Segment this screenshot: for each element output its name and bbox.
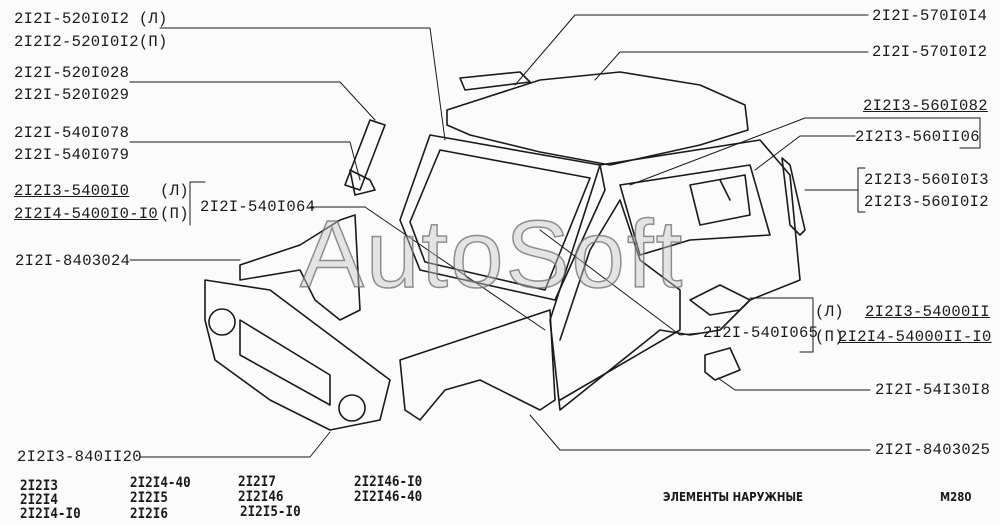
front-panel xyxy=(204,279,391,431)
rear-side-window xyxy=(689,174,751,226)
side-marker: (П) xyxy=(160,205,189,223)
mud-flap xyxy=(704,347,741,381)
model-code: 2I2I3 xyxy=(20,478,58,494)
rear-fender-arch xyxy=(689,284,751,316)
leader-lines xyxy=(129,14,981,458)
part-label: 2I2I-540I065 xyxy=(703,324,819,342)
side-marker: (П) xyxy=(815,328,844,346)
model-code: 2I2I5-I0 xyxy=(240,504,301,520)
door-opening xyxy=(559,199,681,401)
quarter-trim xyxy=(781,157,806,236)
inner-fender xyxy=(239,214,361,321)
part-label: 2I2I-520I0I2 (Л) xyxy=(14,10,168,28)
side-marker: (Л) xyxy=(160,182,189,200)
part-label: 2I2I3-560I0I3 xyxy=(864,171,989,189)
model-code: 2I2I7 xyxy=(238,474,276,490)
model-code: 2I2I46-40 xyxy=(354,489,423,505)
part-label: 2I2I-540I078 xyxy=(14,124,130,142)
part-label: 2I2I-520I029 xyxy=(14,86,130,104)
diagram-code: M280 xyxy=(940,490,972,504)
part-label: 2I2I3-5400I0 xyxy=(14,182,130,200)
body-side xyxy=(549,139,801,411)
part-label: 2I2I3-560I082 xyxy=(863,97,988,115)
part-label: 2I2I3-840II20 xyxy=(17,448,142,466)
diagram-title: ЭЛЕМЕНТЫ НАРУЖНЫЕ xyxy=(663,490,803,504)
part-label: 2I2I-520I028 xyxy=(14,64,130,82)
part-label: 2I2I3-560I0I2 xyxy=(864,193,989,211)
part-label: 2I2I-8403024 xyxy=(15,252,131,270)
side-marker: (Л) xyxy=(815,303,844,321)
part-label: 2I2I3-560II06 xyxy=(855,128,980,146)
window-detail xyxy=(719,179,731,201)
part-label: 2I2I2-520I0I2(П) xyxy=(14,33,168,51)
part-label: 2I2I-570I0I4 xyxy=(872,7,988,25)
model-code: 2I2I46 xyxy=(238,489,284,505)
part-label: 2I2I-540I079 xyxy=(14,146,130,164)
model-code: 2I2I6 xyxy=(130,506,168,522)
roof-rail xyxy=(459,71,531,91)
roof-panel xyxy=(446,71,749,166)
part-label: 2I2I3-54000II xyxy=(865,303,990,321)
headlamp-opening-right xyxy=(338,394,366,422)
model-code: 2I2I5 xyxy=(130,490,168,506)
windshield-inner-edge xyxy=(409,149,591,291)
part-label: 2I2I-8403025 xyxy=(875,441,991,459)
model-code: 2I2I4-I0 xyxy=(20,506,81,522)
part-label: 2I2I-570I0I2 xyxy=(872,43,988,61)
part-label: 2I2I-540I064 xyxy=(200,198,316,216)
part-label: 2I2I4-54000II-I0 xyxy=(838,328,992,346)
watermark: AutoSoft xyxy=(299,201,685,308)
pillar-trim xyxy=(344,119,386,191)
side-window-opening xyxy=(619,164,771,256)
model-code: 2I2I4 xyxy=(20,492,58,508)
model-code: 2I2I46-I0 xyxy=(354,474,423,490)
front-fender xyxy=(399,309,556,421)
grille-opening xyxy=(239,319,331,406)
part-label: 2I2I-54I30I8 xyxy=(875,381,991,399)
pillar-trim-lower xyxy=(349,169,376,196)
headlamp-opening-left xyxy=(208,308,236,336)
model-code: 2I2I4-40 xyxy=(130,475,191,491)
part-label: 2I2I4-5400I0-I0 xyxy=(14,205,159,223)
